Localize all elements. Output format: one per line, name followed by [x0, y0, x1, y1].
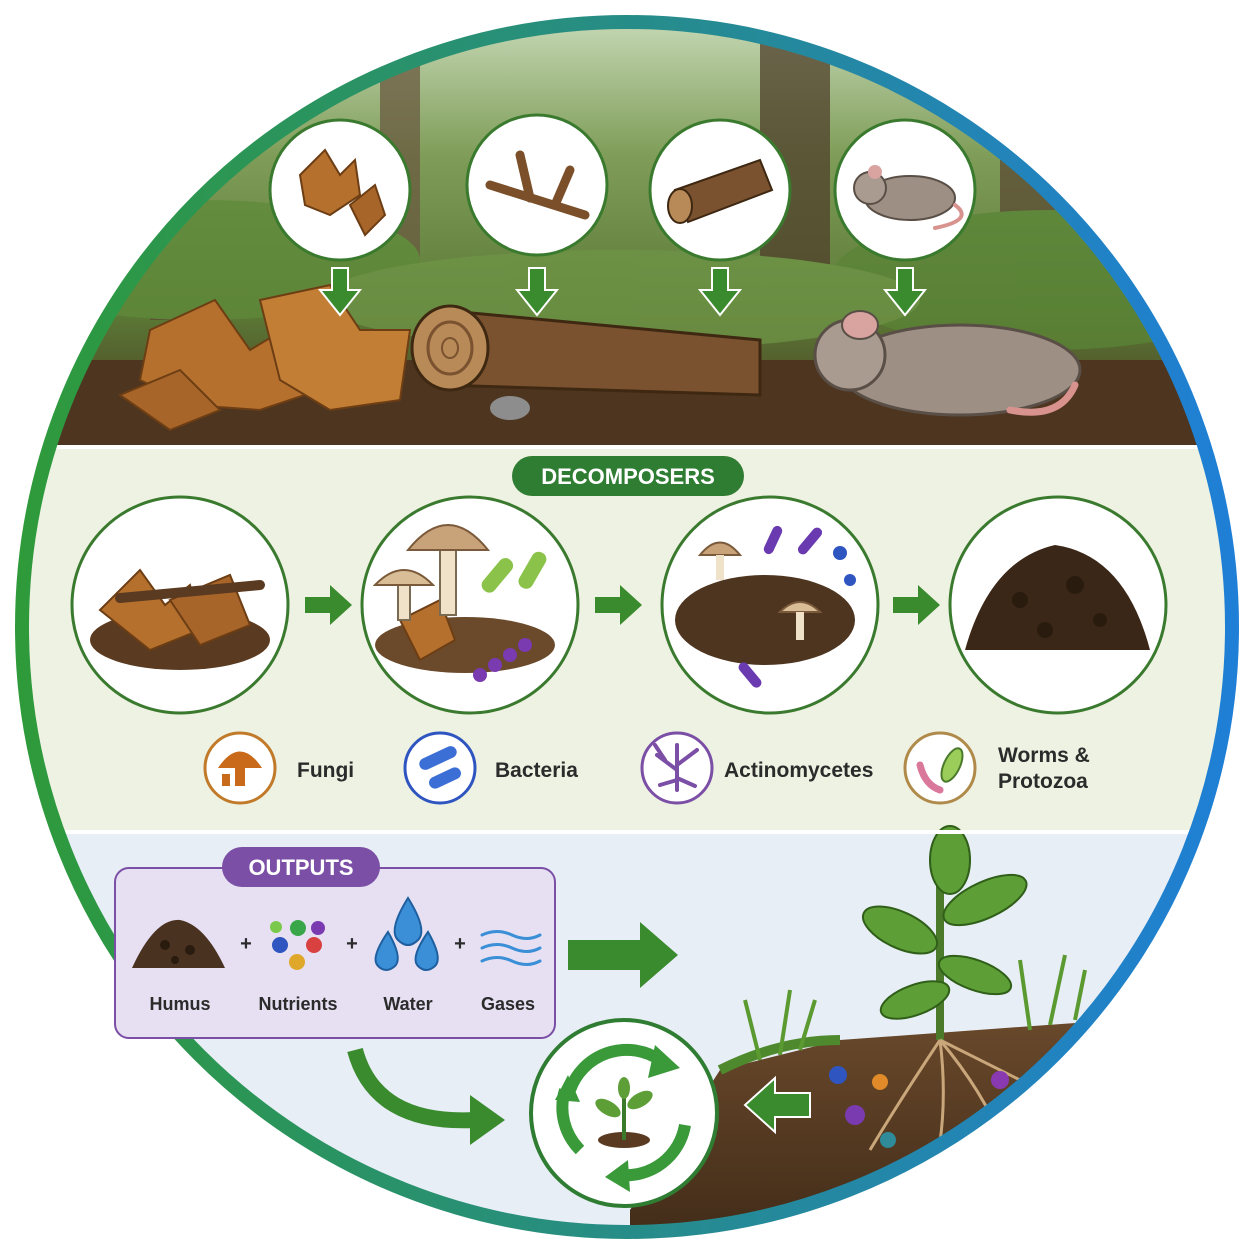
leaves-icon	[298, 148, 387, 237]
input-twig	[465, 113, 609, 257]
stage-3-advanced-decay	[660, 495, 880, 715]
outputs-to-plant-arrow	[568, 922, 678, 988]
stage-2-fungi-bacteria	[360, 495, 580, 715]
output-gases: Gases	[480, 930, 542, 1014]
decomposers-title: DECOMPOSERS	[512, 456, 744, 496]
stage-arrows	[305, 585, 940, 625]
twig-icon	[485, 150, 590, 220]
worm-icon	[916, 747, 964, 794]
svg-text:+: +	[454, 933, 466, 955]
svg-text:Bacteria: Bacteria	[495, 759, 578, 782]
svg-text:Fungi: Fungi	[297, 759, 354, 782]
svg-text:OUTPUTS: OUTPUTS	[248, 855, 353, 880]
output-nutrients: Nutrients	[258, 920, 338, 1014]
outputs-to-cycle-arrowhead	[470, 1095, 505, 1145]
dead-mouse	[813, 310, 1082, 417]
bacteria-icon	[419, 746, 461, 789]
recycle-sprout-icon	[555, 1043, 691, 1192]
input-leaves	[268, 118, 412, 262]
output-humus: Humus	[132, 919, 225, 1014]
mouse-icon	[853, 165, 964, 230]
stage-1-litter	[70, 495, 290, 715]
outputs-to-cycle-arrow	[347, 1047, 476, 1129]
input-down-arrows	[317, 267, 928, 317]
gases-icon	[480, 930, 542, 966]
dead-leaves-pile	[117, 283, 412, 432]
log-icon	[667, 158, 774, 224]
legend-actinomycetes: Actinomycetes	[640, 731, 873, 805]
stage-4-humus	[948, 495, 1168, 715]
humus-icon	[132, 919, 225, 968]
legend-fungi: Fungi	[203, 731, 354, 805]
svg-text:Water: Water	[383, 994, 432, 1014]
svg-text:Humus: Humus	[149, 994, 210, 1014]
mushroom-icon	[218, 751, 262, 786]
outer-ring	[15, 15, 1239, 1239]
svg-text:Protozoa: Protozoa	[998, 770, 1088, 793]
svg-text:DECOMPOSERS: DECOMPOSERS	[541, 464, 715, 489]
nutrients-icon	[270, 920, 325, 970]
svg-text:Gases: Gases	[481, 994, 535, 1014]
svg-text:+: +	[346, 933, 358, 955]
decomposer-legend: Fungi Bacteria Actinomycetes Worms	[203, 731, 1090, 805]
actinomycetes-icon	[653, 743, 699, 792]
legend-worms-protozoa: Worms & Protozoa	[903, 731, 1090, 805]
input-mouse	[833, 118, 977, 262]
svg-text:Nutrients: Nutrients	[258, 994, 337, 1014]
svg-text:Worms &: Worms &	[998, 744, 1090, 767]
legend-bacteria: Bacteria	[403, 731, 578, 805]
fallen-log	[410, 304, 762, 420]
water-icon	[374, 896, 439, 971]
input-log	[648, 118, 792, 262]
output-water: Water	[374, 896, 439, 1014]
nutrient-cycle	[529, 1018, 719, 1208]
svg-text:+: +	[240, 933, 252, 955]
input-icons-row	[268, 113, 977, 262]
outputs-box: OUTPUTS Humus + Nutrients +	[114, 847, 556, 1039]
svg-text:Actinomycetes: Actinomycetes	[724, 759, 873, 782]
soil-to-cycle-arrow	[743, 1075, 811, 1135]
decomposition-stages	[70, 495, 1168, 715]
